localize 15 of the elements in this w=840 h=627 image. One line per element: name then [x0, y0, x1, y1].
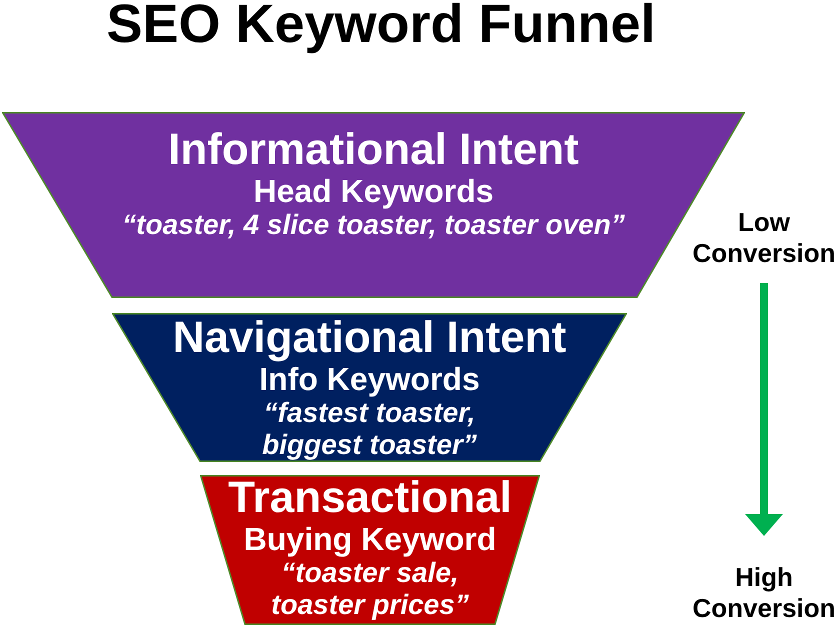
- stage-heading: Informational Intent: [168, 127, 579, 173]
- example-keywords: “fastest toaster, biggest toaster”: [261, 397, 478, 461]
- title: SEO Keyword Funnel: [106, 0, 656, 51]
- stage-heading: Transactional: [228, 475, 512, 521]
- example-keywords: “toaster sale, toaster prices”: [270, 557, 470, 621]
- conversion-label: Low Conversion: [688, 207, 840, 269]
- conversion-label: High Conversion: [688, 562, 840, 624]
- stage-heading: Navigational Intent: [172, 315, 566, 361]
- example-keywords: “toaster, 4 slice toaster, toaster oven”: [122, 209, 625, 241]
- keyword-type: Head Keywords: [253, 173, 494, 209]
- funnel-stage: [200, 475, 540, 625]
- arrow: [745, 283, 783, 536]
- keyword-type: Info Keywords: [259, 361, 480, 397]
- funnel-stage: [112, 313, 627, 462]
- keyword-type: Buying Keyword: [244, 521, 496, 557]
